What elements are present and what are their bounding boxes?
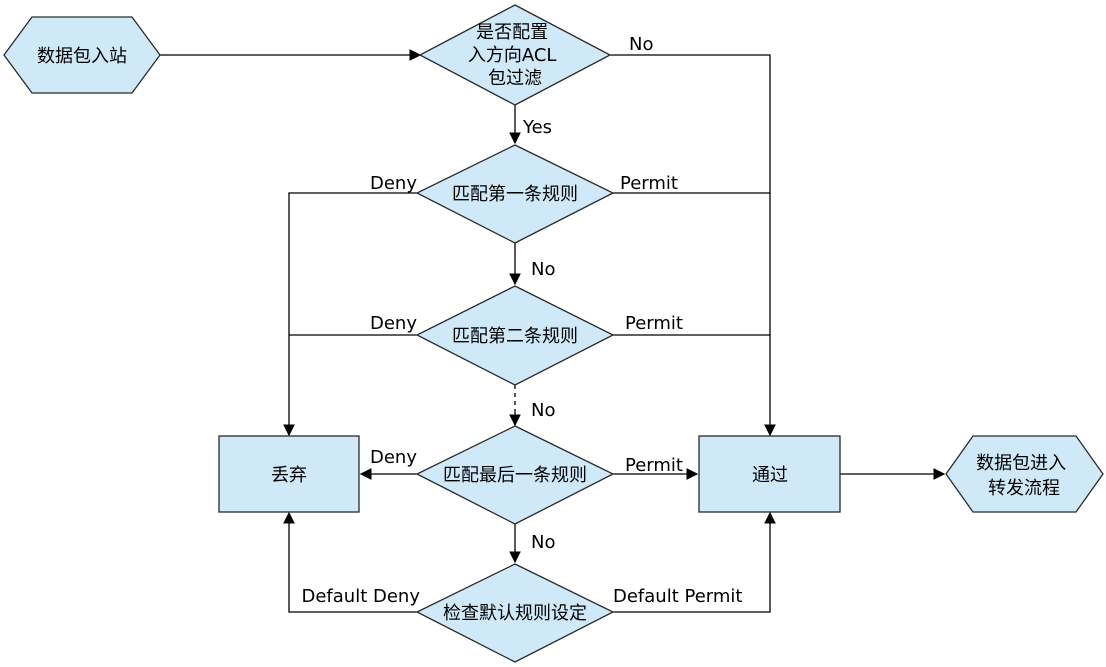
forward-label: 数据包进入 转发流程 bbox=[976, 453, 1072, 499]
default-check-node: 检查默认规则设定 bbox=[415, 563, 615, 663]
start-node: 数据包入站 bbox=[3, 16, 161, 94]
edge-rule1-deny-to-discard bbox=[283, 192, 417, 437]
edge-default-permit-to-pass bbox=[613, 511, 776, 613]
label-rule2-deny: Deny bbox=[370, 313, 417, 334]
check-acl-label: 是否配置 入方向ACL 包过滤 bbox=[468, 22, 562, 89]
default-check-diamond bbox=[415, 563, 615, 663]
check-acl-diamond bbox=[418, 4, 612, 106]
rule-last-node: 匹配最后一条规则 bbox=[415, 425, 615, 525]
label-rule2-no: No bbox=[531, 400, 555, 421]
label-rule1-deny: Deny bbox=[370, 173, 417, 194]
rule-last-label: 匹配最后一条规则 bbox=[443, 465, 587, 486]
forward-hexagon bbox=[945, 435, 1104, 513]
label-acl-yes: Yes bbox=[522, 117, 552, 138]
check-acl-node: 是否配置 入方向ACL 包过滤 bbox=[418, 4, 612, 106]
discard-node: 丢弃 bbox=[218, 435, 360, 513]
label-last-permit: Permit bbox=[625, 455, 683, 476]
edge-labels: No Yes Deny Permit No Deny Permit No Den… bbox=[302, 34, 743, 607]
forward-node: 数据包进入 转发流程 bbox=[945, 435, 1104, 513]
rule2-label: 匹配第二条规则 bbox=[452, 326, 578, 347]
edge-acl-no-to-pass bbox=[610, 54, 776, 437]
pass-label: 通过 bbox=[752, 465, 788, 486]
label-acl-no: No bbox=[629, 34, 653, 55]
label-default-permit: Default Permit bbox=[613, 586, 742, 607]
check-acl-line-2: 入方向ACL bbox=[468, 45, 557, 66]
rule1-diamond bbox=[415, 144, 615, 244]
label-default-deny: Default Deny bbox=[302, 586, 421, 607]
forward-line-2: 转发流程 bbox=[988, 478, 1060, 499]
rule2-diamond bbox=[415, 285, 615, 386]
label-rule1-permit: Permit bbox=[620, 173, 678, 194]
start-label: 数据包入站 bbox=[37, 46, 127, 67]
default-check-label: 检查默认规则设定 bbox=[443, 603, 587, 624]
start-hexagon bbox=[3, 16, 161, 94]
label-last-no: No bbox=[531, 532, 555, 553]
label-last-deny: Deny bbox=[370, 447, 417, 468]
rule1-node: 匹配第一条规则 bbox=[415, 144, 615, 244]
connectors bbox=[160, 49, 946, 613]
rule1-label: 匹配第一条规则 bbox=[452, 184, 578, 205]
rule-last-diamond bbox=[415, 425, 615, 525]
pass-node: 通过 bbox=[698, 435, 841, 513]
label-rule1-no: No bbox=[531, 259, 555, 280]
label-rule2-permit: Permit bbox=[625, 313, 683, 334]
discard-label: 丢弃 bbox=[271, 465, 307, 486]
check-acl-line-3: 包过滤 bbox=[488, 68, 542, 89]
check-acl-line-1: 是否配置 bbox=[476, 22, 548, 43]
forward-line-1: 数据包进入 bbox=[976, 453, 1066, 474]
pass-box bbox=[698, 435, 841, 513]
rule2-node: 匹配第二条规则 bbox=[415, 285, 615, 386]
discard-box bbox=[218, 435, 360, 513]
edge-default-deny-to-discard bbox=[283, 511, 417, 613]
